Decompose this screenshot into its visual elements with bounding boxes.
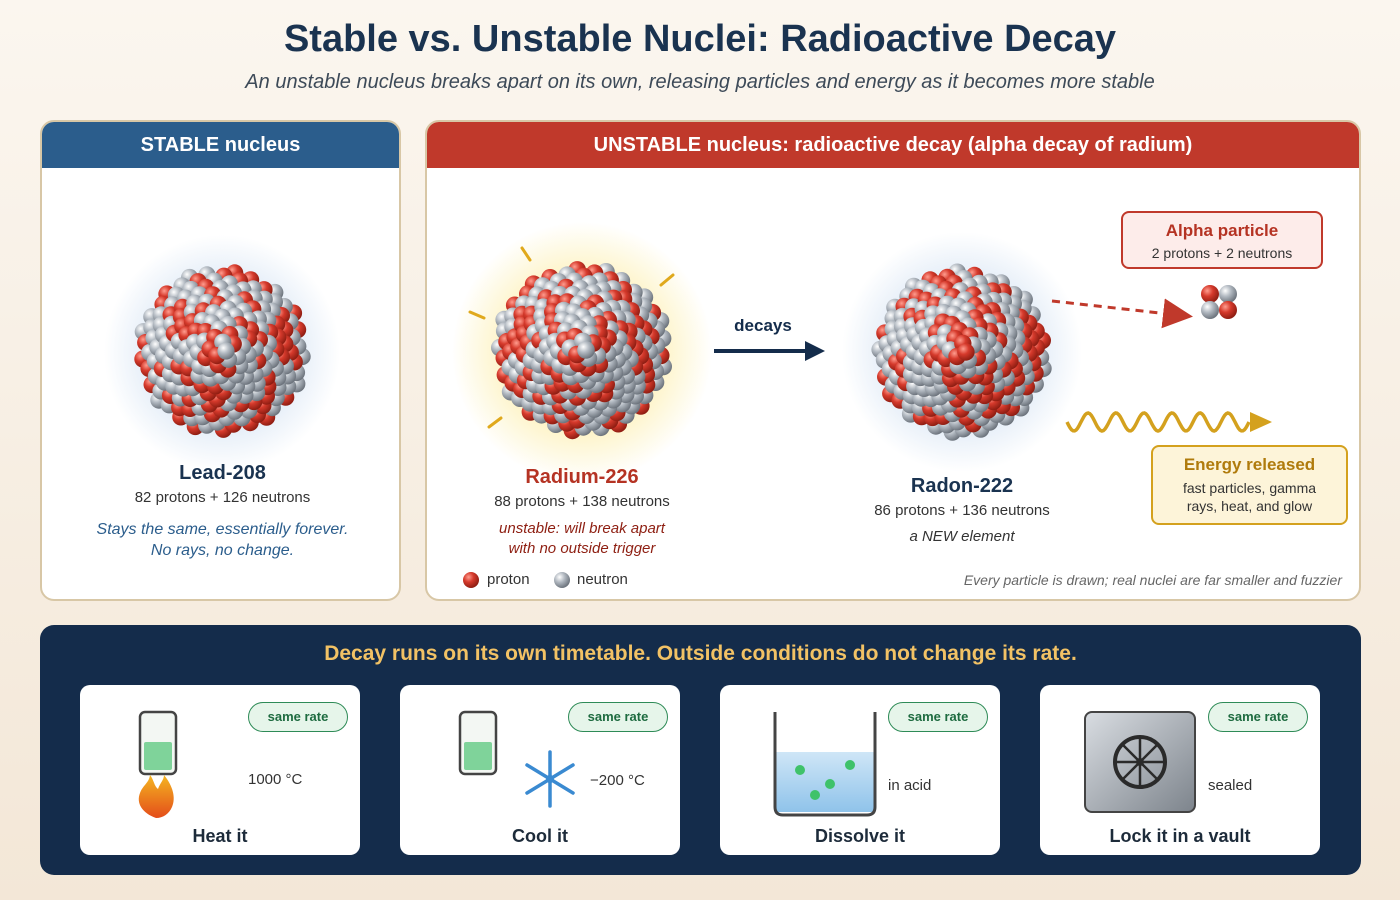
dissolve-card: same rate in acid Dissolve it [720, 685, 1000, 855]
vault-condition: sealed [1208, 777, 1253, 794]
parent-note-line1: unstable: will break apart [499, 520, 665, 537]
page-title: Stable vs. Unstable Nuclei: Radioactive … [283, 18, 1117, 60]
decay-arrow-label: decays [734, 316, 792, 335]
heat-same-rate-badge: same rate [248, 702, 348, 732]
vault-illustration [1084, 711, 1196, 813]
vault-card: same rate sealed Lock it in a vault [1040, 685, 1320, 855]
cool-card: same rate −200 °C Cool it [400, 685, 680, 855]
heat-card: same rate 1000 °C Heat it [80, 685, 360, 855]
decay-scene [452, 222, 1272, 588]
energy-sub-line1: fast particles, gamma [1182, 480, 1317, 496]
legend-proton-dot [463, 572, 479, 588]
radium-226-nucleus [491, 261, 672, 440]
radon-222-nucleus [871, 263, 1052, 441]
legend-neutron-dot [554, 572, 570, 588]
stable-nucleus-count: 82 protons + 126 neutrons [134, 489, 311, 506]
page-subtitle: An unstable nucleus breaks apart on its … [245, 71, 1155, 93]
dissolve-same-rate-badge: same rate [888, 702, 988, 732]
beaker-icon [773, 712, 877, 817]
alpha-particle-label-box: Alpha particle 2 protons + 2 neutrons [1121, 211, 1323, 269]
stable-panel: STABLE nucleus Lead-208 82 protons + 126… [40, 120, 401, 601]
unstable-panel: UNSTABLE nucleus: radioactive decay (alp… [425, 120, 1361, 601]
dissolve-condition: in acid [888, 777, 932, 794]
stable-note-line2: No rays, no change. [150, 542, 295, 559]
daughter-note: a NEW element [909, 528, 1015, 545]
energy-arrow-head [1250, 412, 1272, 432]
energy-label-box: Energy released fast particles, gamma ra… [1151, 445, 1348, 525]
dissolved-particles [795, 760, 855, 800]
alpha-path-arrow [1051, 298, 1193, 329]
dissolve-illustration [773, 712, 877, 817]
alpha-sub: 2 protons + 2 neutrons [1151, 245, 1293, 261]
alpha-particle [1201, 285, 1237, 319]
energy-sub-line2: rays, heat, and glow [1186, 498, 1313, 514]
decay-rate-section: Decay runs on its own timetable. Outside… [40, 625, 1361, 875]
heat-label: Heat it [192, 826, 248, 846]
neutron [577, 341, 595, 359]
parent-note-line2: with no outside trigger [508, 540, 656, 557]
legend-proton-label: proton [487, 571, 530, 588]
cool-same-rate-badge: same rate [568, 702, 668, 732]
cool-illustration [458, 710, 575, 808]
lead-208-nucleus [134, 264, 311, 438]
vault-label: Lock it in a vault [1109, 826, 1251, 846]
radium-glow-rays [468, 246, 675, 429]
neutron [217, 342, 235, 360]
scale-footnote: Every particle is drawn; real nuclei are… [963, 572, 1342, 588]
stable-panel-header: STABLE nucleus [42, 122, 399, 168]
stable-note-line1: Stays the same, essentially forever. [96, 521, 349, 538]
legend-neutron-label: neutron [577, 571, 628, 588]
energy-title: Energy released [1183, 455, 1316, 474]
cool-condition: −200 °C [590, 772, 645, 789]
dissolve-label: Dissolve it [814, 826, 906, 846]
cool-label: Cool it [512, 826, 568, 846]
parent-nucleus-name: Radium-226 [525, 466, 639, 488]
stable-nucleus-name: Lead-208 [179, 462, 266, 484]
heat-condition: 1000 °C [248, 771, 303, 788]
daughter-nucleus-name: Radon-222 [910, 475, 1014, 497]
unstable-panel-header: UNSTABLE nucleus: radioactive decay (alp… [427, 122, 1359, 168]
alpha-title: Alpha particle [1165, 221, 1279, 240]
heat-illustration [138, 710, 178, 818]
vial-sample [144, 742, 172, 770]
energy-wave [1065, 411, 1251, 433]
acid-liquid [776, 752, 874, 812]
daughter-nucleus-count: 86 protons + 136 neutrons [874, 502, 1050, 519]
proton [957, 343, 975, 361]
parent-nucleus-count: 88 protons + 138 neutrons [494, 493, 670, 510]
stable-scene [104, 235, 340, 471]
vault-wheel-icon [1113, 735, 1167, 789]
vial-sample [464, 742, 492, 770]
flame-icon [138, 775, 174, 818]
vault-same-rate-badge: same rate [1208, 702, 1308, 732]
decay-rate-title: Decay runs on its own timetable. Outside… [324, 642, 1077, 665]
decay-arrow-head [805, 341, 825, 361]
